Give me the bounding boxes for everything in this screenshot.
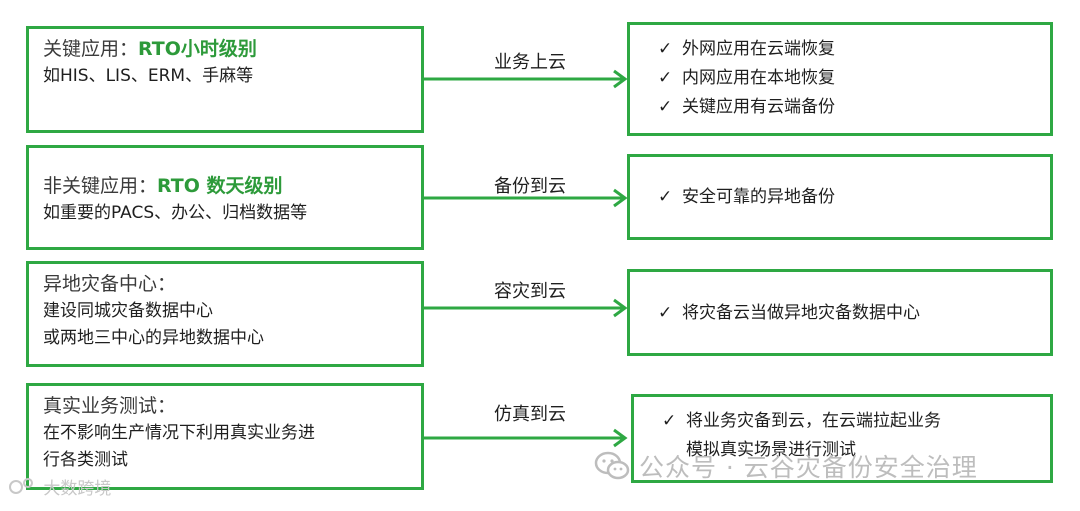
check-item: ✓内网应用在本地恢复 xyxy=(658,64,1038,93)
arrow-label-dr-to-cloud: 容灾到云 xyxy=(494,281,566,302)
rto-label: RTO小时级别 xyxy=(138,38,257,60)
arrow-right-icon xyxy=(424,188,628,208)
watermark-text: 公众号 · 云谷灾备份安全治理 xyxy=(638,453,978,482)
arrow-right-icon xyxy=(424,69,628,89)
check-icon: ✓ xyxy=(662,411,677,431)
left-box-line: 建设同城灾备数据中心 xyxy=(43,301,213,321)
left-box-dr-center: 异地灾备中心： 建设同城灾备数据中心 或两地三中心的异地数据中心 xyxy=(26,261,424,367)
left-box-title: 非关键应用：RTO 数天级别 xyxy=(43,175,283,197)
arrow-label-backup-to-cloud: 备份到云 xyxy=(494,176,566,197)
arrow-label-simulation-to-cloud: 仿真到云 xyxy=(494,404,566,425)
right-box-simulation-to-cloud: ✓将业务灾备到云，在云端拉起业务 模拟真实场景进行测试 xyxy=(631,394,1053,483)
left-box-non-key-apps: 非关键应用：RTO 数天级别 如重要的PACS、办公、归档数据等 xyxy=(26,145,424,250)
brand-logo-icon xyxy=(9,477,33,494)
check-item: ✓关键应用有云端备份 xyxy=(658,93,1038,122)
check-icon: ✓ xyxy=(658,187,673,207)
left-box-title: 真实业务测试： xyxy=(43,395,177,417)
left-box-line: 行各类测试 xyxy=(43,450,128,470)
left-box-line: 如重要的PACS、办公、归档数据等 xyxy=(43,203,308,223)
check-icon: ✓ xyxy=(658,68,673,88)
left-box-real-business-test: 真实业务测试： 在不影响生产情况下利用真实业务进 行各类测试 xyxy=(26,383,424,490)
right-box-dr-to-cloud: ✓将灾备云当做异地灾备数据中心 xyxy=(627,269,1053,356)
watermark-brand-text: 大数跨境 xyxy=(43,479,112,499)
left-box-key-apps: 关键应用：RTO小时级别 如HIS、LIS、ERM、手麻等 xyxy=(26,26,424,133)
check-icon: ✓ xyxy=(658,303,673,323)
check-icon: ✓ xyxy=(658,97,673,117)
left-box-title: 异地灾备中心： xyxy=(43,273,177,295)
check-item: ✓安全可靠的异地备份 xyxy=(658,183,1038,212)
arrow-right-icon xyxy=(424,428,628,448)
check-item: ✓将灾备云当做异地灾备数据中心 xyxy=(658,299,1038,328)
left-box-line: 在不影响生产情况下利用真实业务进 xyxy=(43,423,315,443)
rto-label: RTO 数天级别 xyxy=(157,175,283,197)
check-item: ✓外网应用在云端恢复 xyxy=(658,35,1038,64)
check-icon: ✓ xyxy=(658,39,673,59)
right-box-backup-to-cloud: ✓安全可靠的异地备份 xyxy=(627,154,1053,240)
check-item: ✓将业务灾备到云，在云端拉起业务 xyxy=(662,407,1038,436)
left-box-line: 或两地三中心的异地数据中心 xyxy=(43,328,264,348)
arrow-right-icon xyxy=(424,298,628,318)
left-box-title: 关键应用：RTO小时级别 xyxy=(43,38,257,60)
check-item-continuation: 模拟真实场景进行测试 xyxy=(686,440,856,460)
watermark-brand: 大数跨境 xyxy=(8,474,111,499)
left-box-line: 如HIS、LIS、ERM、手麻等 xyxy=(43,66,254,86)
wechat-icon xyxy=(594,451,630,480)
watermark-official-account: 公众号 · 云谷灾备份安全治理 xyxy=(594,448,978,484)
arrow-label-business-to-cloud: 业务上云 xyxy=(494,52,566,73)
right-box-business-to-cloud: ✓外网应用在云端恢复 ✓内网应用在本地恢复 ✓关键应用有云端备份 xyxy=(627,22,1053,136)
